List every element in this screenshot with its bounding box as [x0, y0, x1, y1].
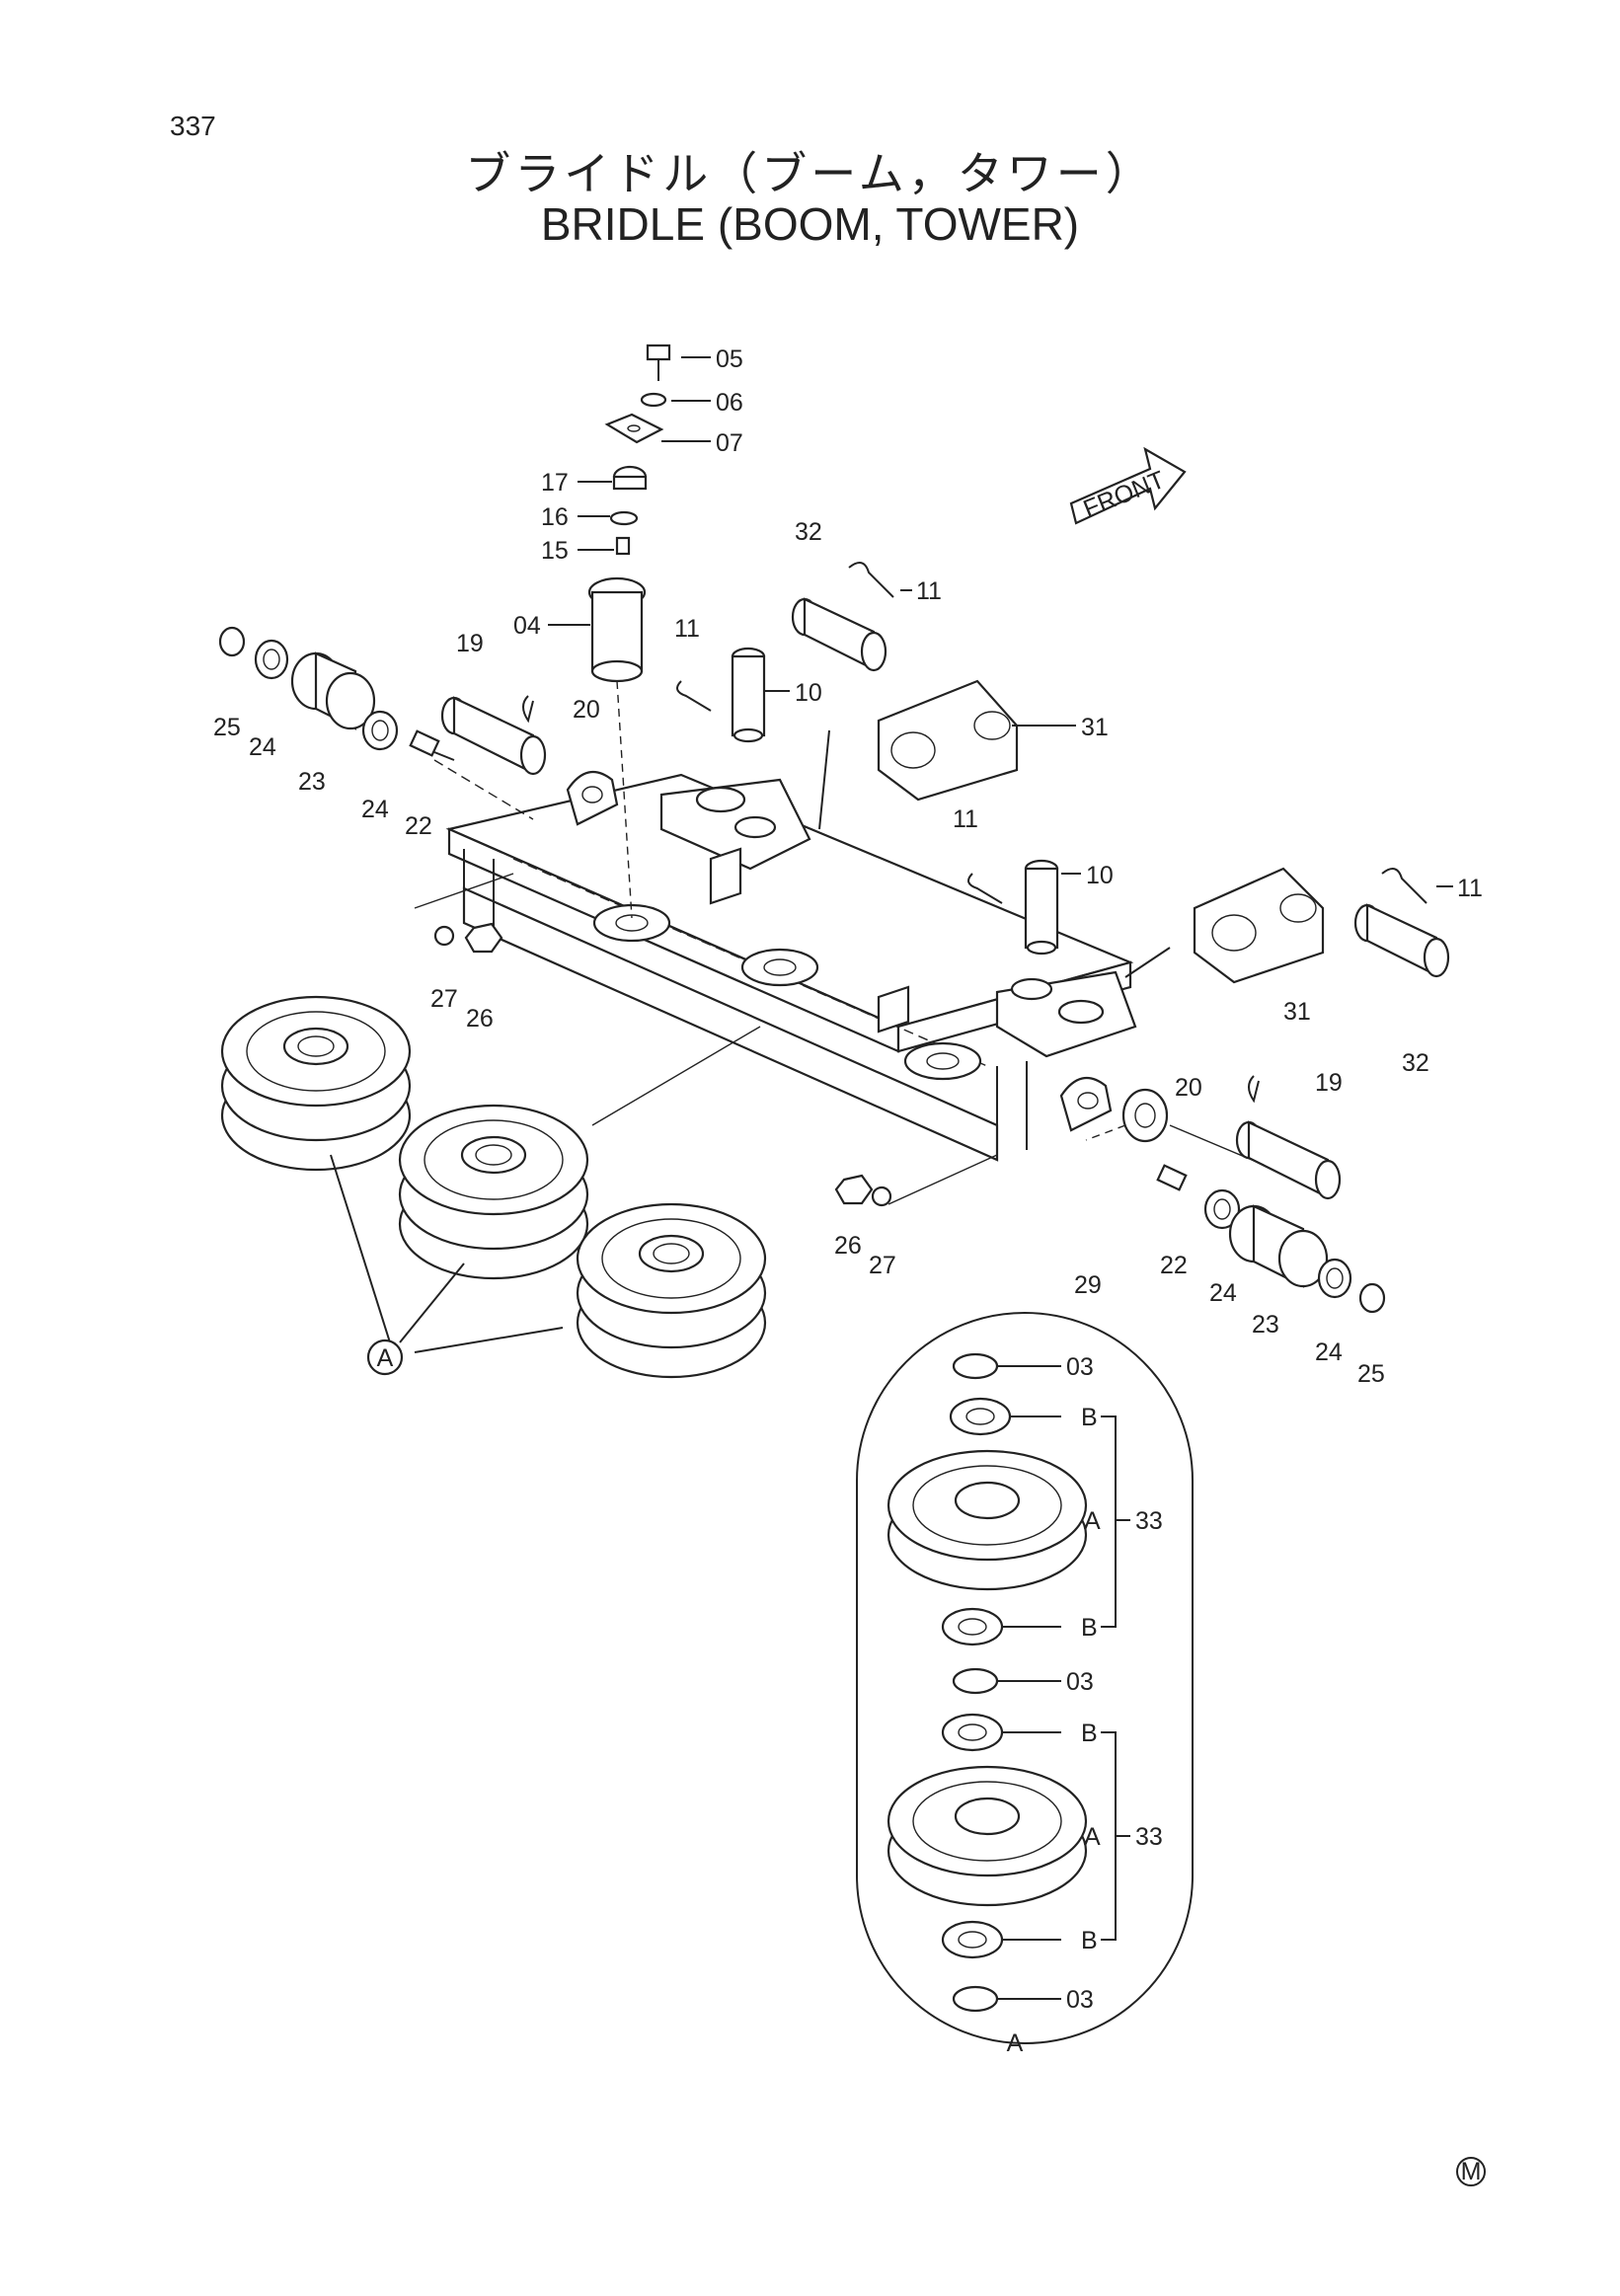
- callout-33-a: 33: [1135, 1507, 1163, 1535]
- callout-19-lower: 19: [1315, 1069, 1343, 1097]
- nuts-washers: [414, 873, 998, 1207]
- callout-10-upper: 10: [795, 679, 822, 707]
- callout-16: 16: [541, 503, 569, 531]
- top-pin-stack: [587, 344, 671, 919]
- callout-15: 15: [541, 537, 569, 565]
- callout-03-a: 03: [1066, 1353, 1094, 1381]
- callout-b-d: B: [1081, 1927, 1098, 1954]
- callout-b-b: B: [1081, 1614, 1098, 1642]
- corner-mark: M: [1456, 2157, 1486, 2186]
- callout-32-lower: 32: [1402, 1049, 1429, 1077]
- callout-a-a: A: [1084, 1507, 1101, 1535]
- page-number: 337: [170, 111, 216, 141]
- front-arrow: FRONT: [1069, 446, 1187, 525]
- callout-17: 17: [541, 469, 569, 497]
- callout-24-left-b: 24: [361, 796, 389, 823]
- detail-marker: A: [377, 1344, 394, 1372]
- callout-19-upper: 19: [456, 630, 484, 657]
- callout-06: 06: [716, 389, 743, 417]
- callout-27-left: 27: [430, 985, 458, 1013]
- bridle-frame: [445, 770, 1137, 1162]
- callout-07: 07: [716, 429, 743, 457]
- callout-b-a: B: [1081, 1404, 1098, 1431]
- callout-29: 29: [1074, 1271, 1102, 1299]
- callout-32-upper: 32: [795, 518, 822, 546]
- callout-26-lower: 26: [834, 1232, 862, 1260]
- callout-24-lower-b: 24: [1315, 1339, 1343, 1366]
- callout-03-b: 03: [1066, 1668, 1094, 1696]
- callout-11-b: 11: [916, 577, 942, 605]
- callout-10-lower: 10: [1086, 862, 1114, 889]
- callout-a-b: A: [1084, 1823, 1101, 1851]
- callout-25-left: 25: [213, 714, 241, 741]
- title-japanese: ブライドル（ブーム，タワー）: [465, 147, 1155, 200]
- callout-b-c: B: [1081, 1720, 1098, 1747]
- callout-23-left: 23: [298, 768, 326, 796]
- callout-20-lower: 20: [1175, 1074, 1202, 1102]
- callout-labels: 05 06 07 17 16 15 04 19 20 11 10 32 11 3…: [213, 345, 1483, 2057]
- callout-11-d: 11: [1457, 875, 1483, 902]
- callout-11-a: 11: [674, 615, 700, 643]
- callout-24-left-a: 24: [249, 733, 276, 761]
- callout-31-lower: 31: [1283, 998, 1311, 1026]
- upper-left-parts: [218, 626, 547, 820]
- detail-a-capsule: [856, 1312, 1194, 2044]
- corner-mark-letter: M: [1461, 2158, 1482, 2185]
- callout-22-lower: 22: [1160, 1252, 1188, 1279]
- callout-26-left: 26: [466, 1005, 494, 1033]
- callout-33-b: 33: [1135, 1823, 1163, 1851]
- lower-right-parts: [1085, 1075, 1386, 1314]
- upper-right-parts: [676, 562, 1450, 984]
- front-arrow-label: FRONT: [1079, 466, 1168, 523]
- callout-20-upper: 20: [573, 696, 600, 724]
- callout-23-lower: 23: [1252, 1311, 1279, 1339]
- callout-04: 04: [513, 612, 541, 640]
- callout-31-upper: 31: [1081, 714, 1109, 741]
- callout-11-c: 11: [953, 805, 978, 833]
- callout-27-lower: 27: [869, 1252, 896, 1279]
- callout-03-c: 03: [1066, 1986, 1094, 2014]
- sheaves-group: A: [220, 995, 767, 1379]
- callout-25-lower: 25: [1357, 1360, 1385, 1388]
- title-english: BRIDLE (BOOM, TOWER): [540, 198, 1080, 250]
- callout-22-left: 22: [405, 812, 432, 840]
- callout-05: 05: [716, 345, 743, 373]
- callout-a-capsule: A: [1007, 2029, 1024, 2057]
- callout-24-lower-a: 24: [1209, 1279, 1237, 1307]
